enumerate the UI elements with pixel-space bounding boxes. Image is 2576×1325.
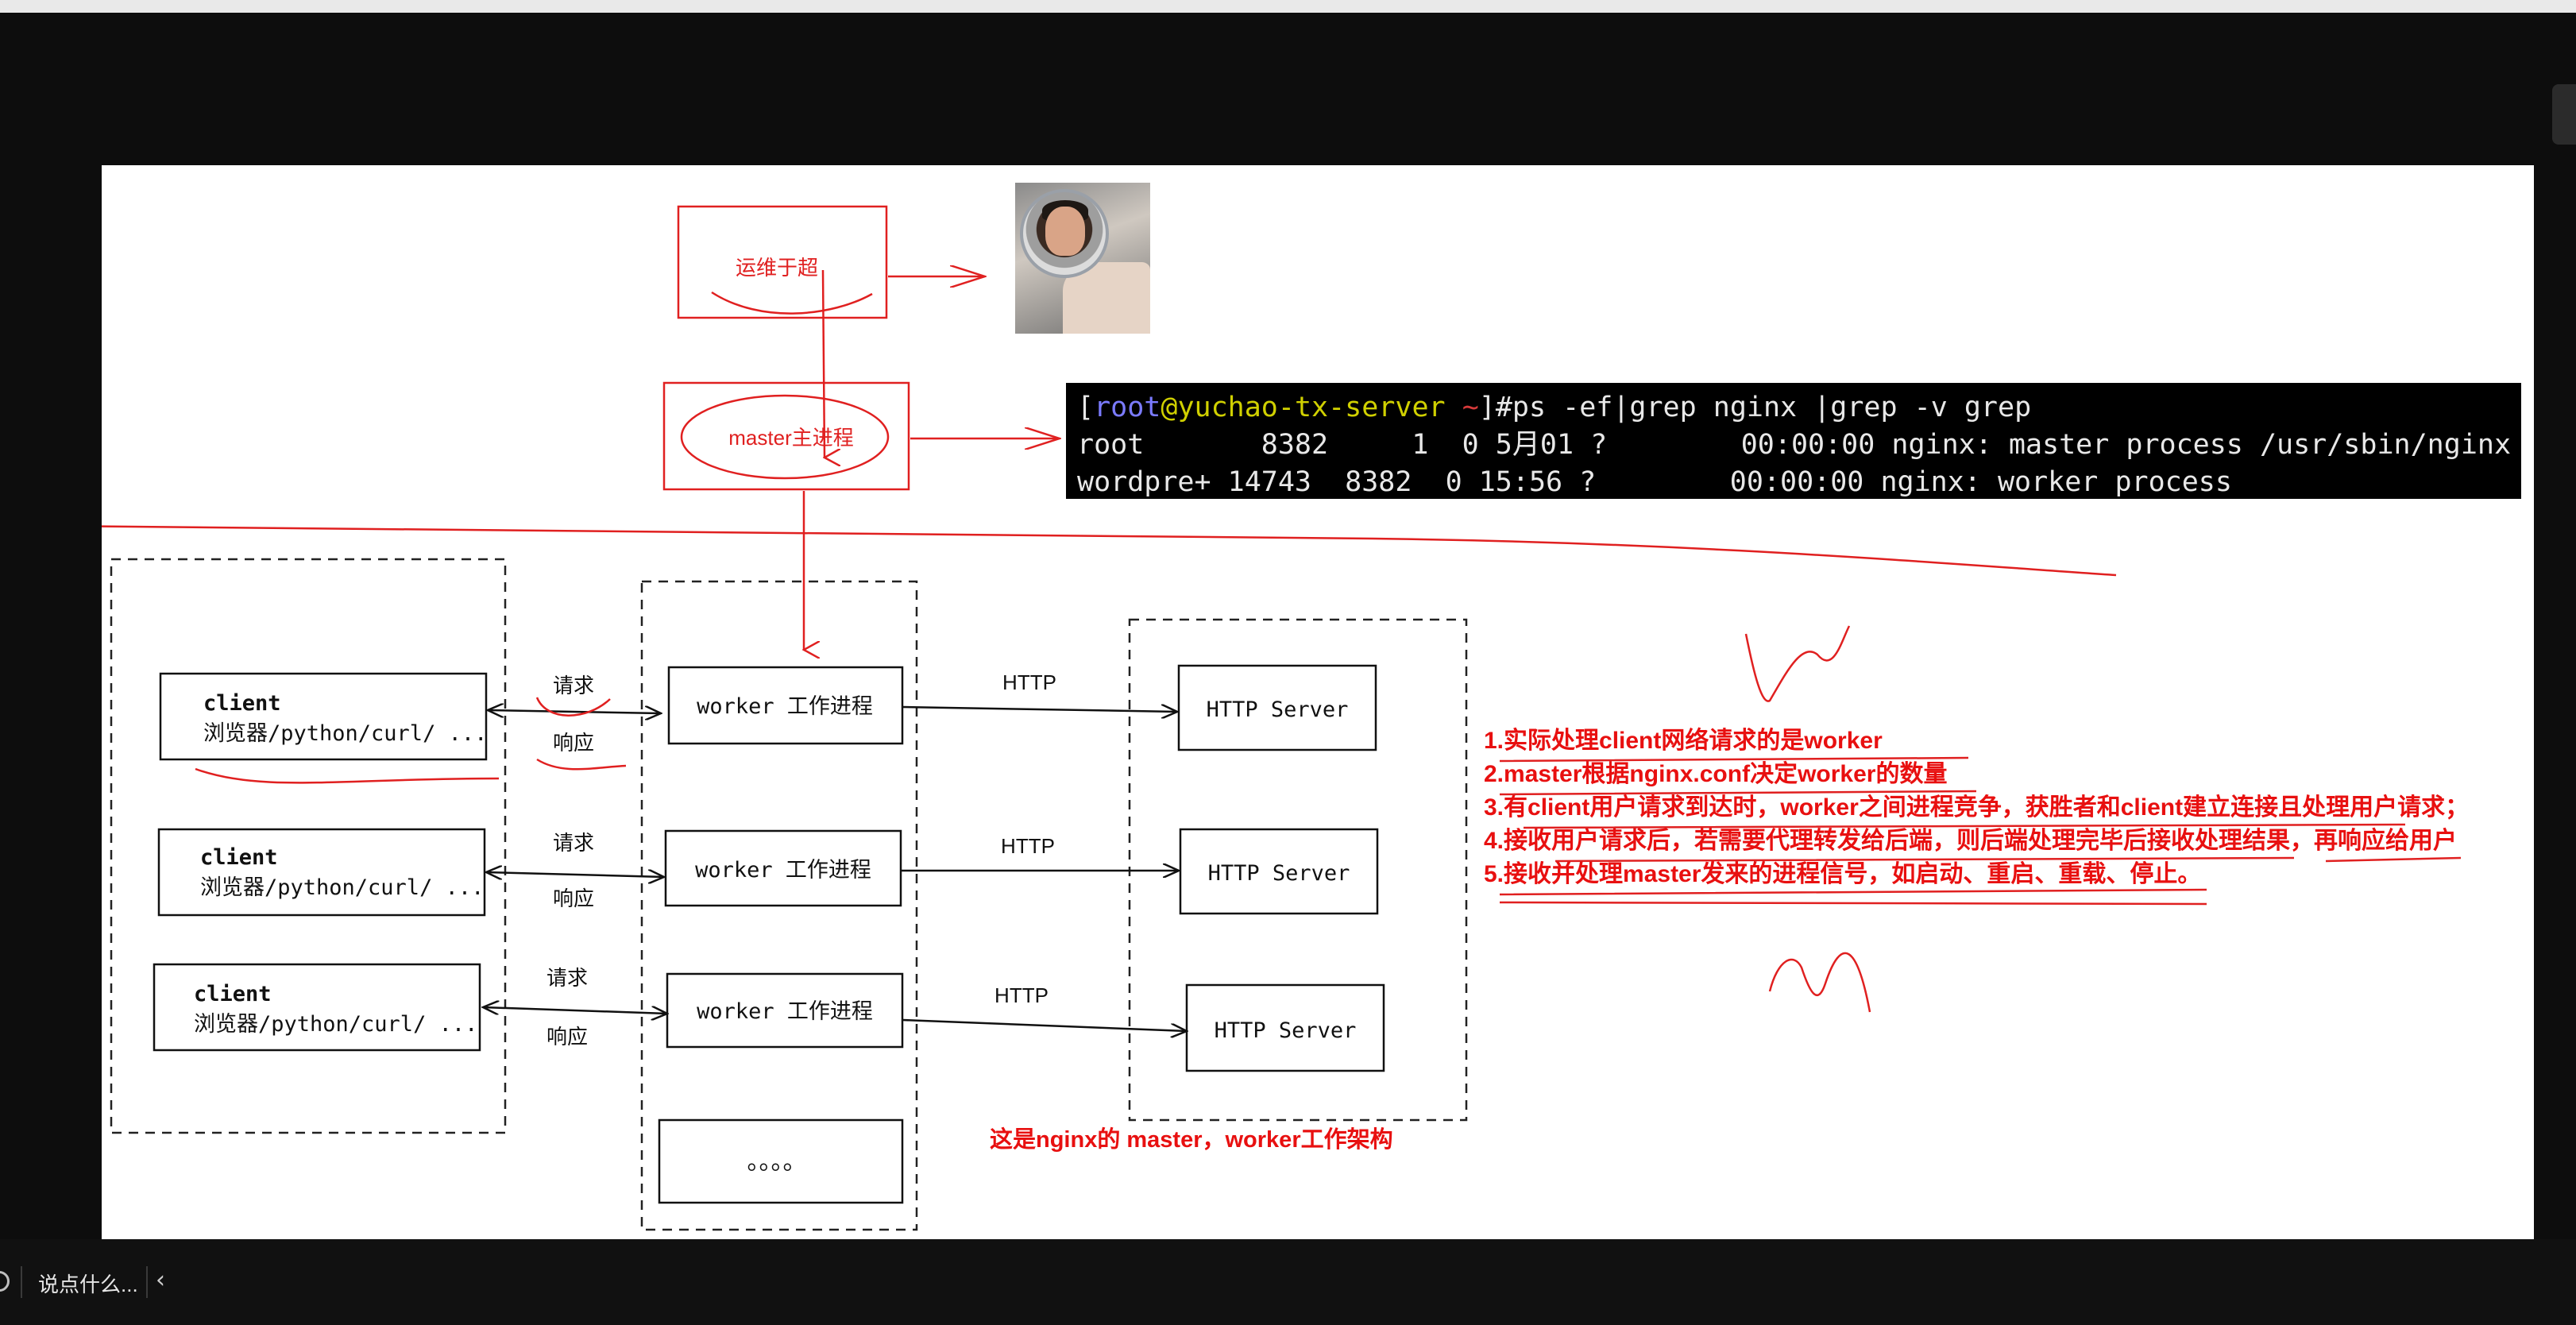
- worker-box: worker 工作进程: [664, 829, 902, 907]
- chevron-left-icon[interactable]: ‹: [156, 1266, 165, 1294]
- worker-label: worker 工作进程: [697, 694, 873, 719]
- architecture-diagram: 运维于超 master主进程 client 浏览器/python/curl/ .…: [102, 205, 2469, 1231]
- diagram-caption: 这是nginx的 master，worker工作架构: [990, 1126, 1393, 1153]
- client-title: client: [194, 982, 272, 1006]
- scribble-underline: [536, 758, 627, 771]
- http-server-label: HTTP Server: [1215, 1018, 1357, 1043]
- http-server-label: HTTP Server: [1207, 697, 1349, 722]
- http-server-label: HTTP Server: [1208, 861, 1350, 886]
- master-box: [662, 381, 910, 491]
- comment-input[interactable]: 说点什么...: [38, 1273, 138, 1296]
- prompt-user: root: [1094, 392, 1161, 423]
- http-server-box: HTTP Server: [1185, 983, 1385, 1072]
- client-box: client 浏览器/python/curl/ ...: [157, 828, 486, 917]
- terminal-line: wordpre+ 14743 8382 0 15:56 ? 00:00:00 n…: [1077, 466, 2232, 498]
- request-arrow: [488, 710, 661, 713]
- bottom-bar: [0, 1239, 2576, 1325]
- client-box: client 浏览器/python/curl/ ...: [159, 672, 487, 761]
- side-panel-tab[interactable]: [2552, 84, 2576, 145]
- response-label: 响应: [553, 731, 594, 755]
- yunwei-label: 运维于超: [736, 256, 818, 280]
- whiteboard-canvas: 运维于超 master主进程 client 浏览器/python/curl/ .…: [102, 165, 2534, 1239]
- prompt-tilde: ~: [1462, 392, 1479, 423]
- notes-underlines: [1499, 756, 2462, 906]
- client-subtitle: 浏览器/python/curl/ ...: [203, 721, 487, 746]
- note-item: 4.接收用户请求后，若需要代理转发给后端，则后端处理完毕后接收处理结果，再响应给…: [1484, 827, 2457, 854]
- terminal-output: [root@yuchao-tx-server ~]#ps -ef|grep ng…: [1066, 383, 2521, 499]
- worker-more-box: 。。。。: [658, 1118, 904, 1204]
- divider-line: [102, 525, 2117, 577]
- worker-box: worker 工作进程: [666, 972, 904, 1049]
- note-item: 5.接收并处理master发来的进程信号，如启动、重启、重载、停止。: [1484, 861, 2201, 887]
- worker-group: [640, 580, 918, 1231]
- request-arrow: [486, 872, 664, 877]
- prompt-host: yuchao-tx-server: [1177, 392, 1446, 423]
- http-arrow: [902, 1018, 1187, 1031]
- worker-more-label: 。。。。: [747, 1148, 807, 1176]
- avatar-photo: [1015, 183, 1150, 334]
- terminal-line: root 8382 1 0 5月01 ? 00:00:00 nginx: mas…: [1077, 429, 2512, 461]
- response-label: 响应: [546, 1025, 588, 1049]
- request-arrow: [483, 1007, 667, 1014]
- master-label: master主进程: [728, 426, 853, 450]
- request-label: 请求: [546, 966, 588, 990]
- bottom-bar-divider: [21, 1266, 22, 1298]
- scribble-underline: [711, 291, 873, 315]
- http-arrow: [902, 707, 1177, 712]
- http-label: HTTP: [1001, 834, 1055, 858]
- note-item: 2.master根据nginx.conf决定worker的数量: [1484, 760, 1947, 787]
- response-label: 响应: [553, 887, 594, 910]
- http-label: HTTP: [1002, 670, 1056, 694]
- prompt-command: ]#ps -ef|grep nginx |grep -v grep: [1478, 392, 2032, 423]
- client-group: [110, 558, 507, 1134]
- prompt-bracket: [: [1077, 392, 1095, 423]
- request-label: 请求: [553, 674, 594, 697]
- client-subtitle: 浏览器/python/curl/ ...: [194, 1012, 477, 1037]
- prompt-at: @: [1161, 392, 1178, 423]
- notes-list: 1.实际处理client网络请求的是worker 2.master根据nginx…: [1484, 727, 2469, 887]
- scribble-underline: [535, 697, 611, 717]
- window-top-bar: [0, 0, 2576, 13]
- scribble-underline: [195, 767, 500, 784]
- scribble-w: [1744, 625, 1851, 702]
- worker-label: worker 工作进程: [695, 858, 871, 883]
- bottom-bar-divider: [146, 1266, 148, 1298]
- arrow-down-master: [821, 269, 825, 458]
- yunwei-box: [677, 205, 888, 319]
- client-box: client 浏览器/python/curl/ ...: [153, 963, 481, 1052]
- master-circle: [680, 394, 890, 480]
- worker-label: worker 工作进程: [697, 999, 873, 1024]
- client-title: client: [203, 691, 281, 716]
- request-label: 请求: [553, 831, 594, 855]
- http-server-box: HTTP Server: [1179, 828, 1379, 915]
- http-server-box: HTTP Server: [1177, 664, 1377, 751]
- scribble-m: [1768, 952, 1871, 1013]
- note-item: 1.实际处理client网络请求的是worker: [1484, 727, 1883, 754]
- client-title: client: [200, 845, 278, 870]
- note-item: 3.有client用户请求到达时，worker之间进程竞争，获胜者和client…: [1484, 794, 2469, 821]
- avatar-face: [1045, 207, 1085, 256]
- client-subtitle: 浏览器/python/curl/ ...: [200, 875, 484, 900]
- http-label: HTTP: [994, 983, 1049, 1007]
- worker-box: worker 工作进程: [667, 666, 904, 745]
